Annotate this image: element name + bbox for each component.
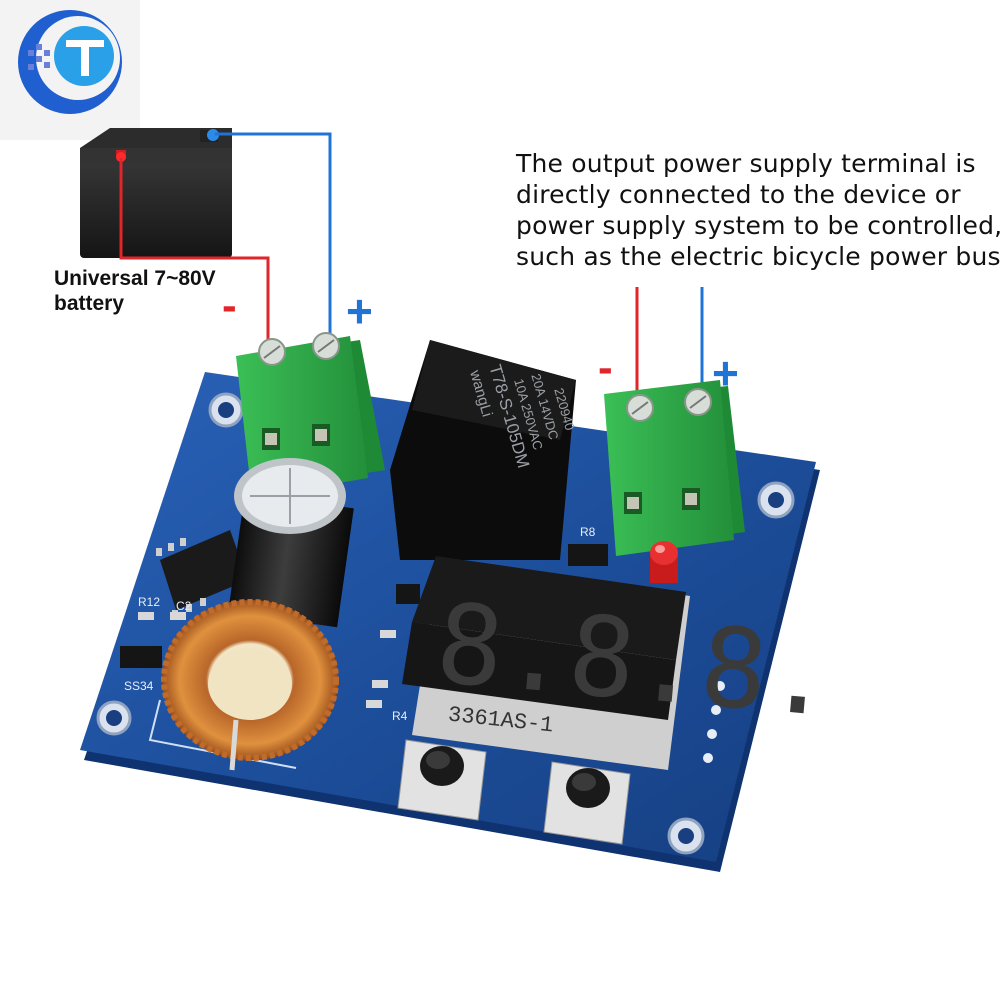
brand-logo <box>0 0 140 140</box>
label-r8: R8 <box>580 525 596 539</box>
battery-label: Universal 7~80V battery <box>54 266 216 316</box>
electrolytic-capacitor <box>228 458 354 628</box>
annotation-line: The output power supply terminal is <box>516 149 976 178</box>
label-c2: C2 <box>176 599 192 613</box>
toroidal-inductor <box>161 599 339 771</box>
annotation-line: power supply system to be controlled, <box>516 211 1000 240</box>
smd-components <box>120 544 608 708</box>
push-button-left[interactable] <box>397 739 487 821</box>
battery-label-line1: Universal 7~80V <box>54 267 216 290</box>
silkscreen-labels: R12 C2 R8 R4 SS34 <box>124 525 596 723</box>
push-button-right[interactable] <box>543 761 631 845</box>
battery-label-line2: battery <box>54 292 125 315</box>
label-ss34: SS34 <box>124 679 154 693</box>
output-terminal-block <box>604 380 745 556</box>
input-negative-wire <box>119 158 270 355</box>
input-positive-sign: + <box>346 285 373 337</box>
relay: wangLi T78-S-105DM 10A 250VAC 20A 14VDC … <box>390 340 578 560</box>
input-terminal-block <box>236 332 385 498</box>
battery-positive-terminal <box>207 129 219 141</box>
input-negative-sign: - <box>222 281 237 330</box>
output-positive-sign: + <box>712 347 739 399</box>
status-led <box>650 541 678 583</box>
output-negative-sign: - <box>598 343 613 392</box>
battery <box>80 128 232 258</box>
annotation-line: such as the electric bicycle power bus. <box>516 242 1000 271</box>
label-r4: R4 <box>392 709 408 723</box>
annotation-line: directly connected to the device or <box>516 180 961 209</box>
input-positive-wire <box>215 132 332 355</box>
output-terminal-annotation: The output power supply terminal is dire… <box>516 148 1000 272</box>
label-r12: R12 <box>138 595 160 609</box>
